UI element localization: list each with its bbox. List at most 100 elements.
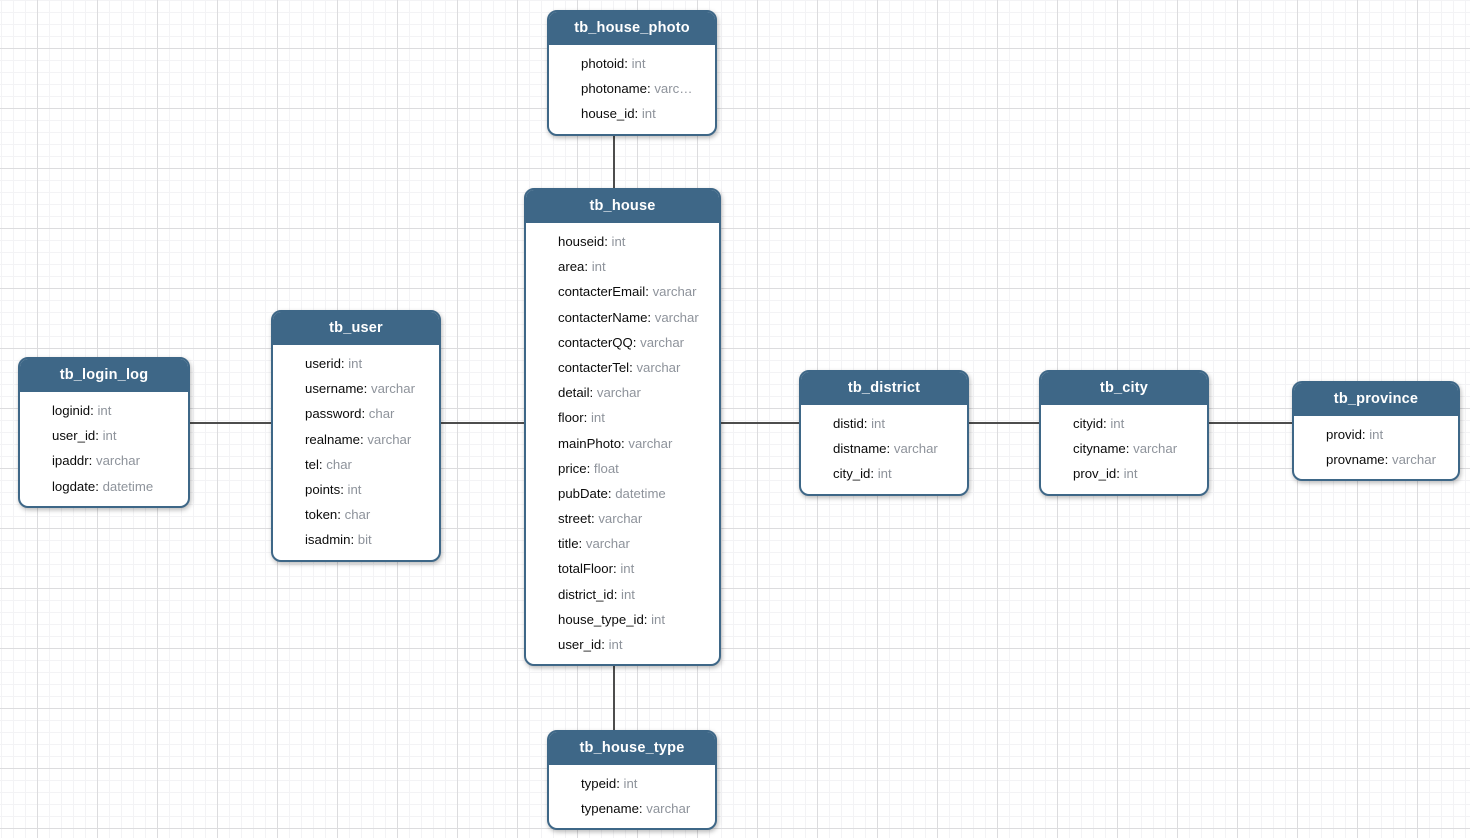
connector-house-district[interactable] <box>721 422 799 424</box>
field-name: realname: <box>305 431 368 447</box>
field-name: house_id: <box>581 106 642 122</box>
table-title[interactable]: tb_house_type <box>549 732 715 765</box>
table-field-list: photoid: int photoname: varc… house_id: … <box>549 45 715 134</box>
field-type: int <box>1123 466 1138 482</box>
table-field-list: houseid: int area: int contacterEmail: v… <box>526 223 719 664</box>
field-row: distname: varchar <box>833 436 961 461</box>
field-name: title: <box>558 536 586 552</box>
field-name: tel: <box>305 456 327 472</box>
table-tb_city[interactable]: tb_city cityid: int cityname: varchar pr… <box>1039 370 1209 496</box>
field-type: varchar <box>646 801 691 817</box>
field-type: bit <box>357 532 372 548</box>
field-name: contacterQQ: <box>558 334 641 350</box>
field-row: loginid: int <box>52 398 182 423</box>
field-type: int <box>347 481 362 497</box>
field-name: token: <box>305 507 345 523</box>
field-row: provname: varchar <box>1326 447 1452 472</box>
field-row: ipaddr: varchar <box>52 448 182 473</box>
field-row: street: varchar <box>558 506 713 531</box>
field-type: varchar <box>1391 452 1436 468</box>
field-name: user_id: <box>52 428 103 444</box>
connector-district-city[interactable] <box>969 422 1039 424</box>
field-type: int <box>620 561 635 577</box>
field-row: houseid: int <box>558 229 713 254</box>
field-name: city_id: <box>833 466 878 482</box>
table-title[interactable]: tb_city <box>1041 372 1207 405</box>
field-type: int <box>651 611 666 627</box>
field-name: contacterName: <box>558 309 655 325</box>
field-row: tel: char <box>305 452 433 477</box>
connector-house_photo-house[interactable] <box>613 133 615 188</box>
table-tb_province[interactable]: tb_province provid: int provname: varcha… <box>1292 381 1460 482</box>
field-row: cityid: int <box>1073 411 1201 436</box>
field-type: int <box>1369 427 1384 442</box>
field-row: typeid: int <box>581 771 709 796</box>
table-field-list: distid: int distname: varchar city_id: i… <box>801 405 967 494</box>
field-name: photoname: <box>581 81 655 97</box>
field-name: district_id: <box>558 586 622 602</box>
field-name: house_type_id: <box>558 611 652 627</box>
field-name: distid: <box>833 416 872 431</box>
table-tb_house[interactable]: tb_house houseid: int area: int contacte… <box>524 188 721 667</box>
table-field-list: provid: int provname: varchar <box>1294 416 1458 479</box>
field-row: isadmin: bit <box>305 527 433 552</box>
field-type: int <box>631 56 646 71</box>
table-title[interactable]: tb_user <box>273 312 439 345</box>
field-name: pubDate: <box>558 485 616 501</box>
field-row: price: float <box>558 456 713 481</box>
connector-house-house_type[interactable] <box>613 664 615 730</box>
field-type: varchar <box>585 536 630 552</box>
field-name: floor: <box>558 410 591 426</box>
table-tb_login_log[interactable]: tb_login_log loginid: int user_id: int i… <box>18 357 190 508</box>
field-row: detail: varchar <box>558 380 713 405</box>
field-name: userid: <box>305 356 349 371</box>
table-tb_district[interactable]: tb_district distid: int distname: varcha… <box>799 370 969 496</box>
field-type: int <box>621 586 635 602</box>
table-field-list: userid: int username: varchar password: … <box>273 345 439 560</box>
field-name: prov_id: <box>1073 466 1124 482</box>
field-name: loginid: <box>52 403 98 418</box>
field-type: varchar <box>370 381 415 397</box>
field-row: photoname: varc… <box>581 76 709 101</box>
field-type: varchar <box>1133 441 1178 457</box>
field-type: int <box>871 416 886 431</box>
field-row: user_id: int <box>558 632 713 657</box>
table-tb_user[interactable]: tb_user userid: int username: varchar pa… <box>271 310 441 562</box>
field-type: int <box>641 106 656 122</box>
field-type: int <box>590 410 605 426</box>
field-row: provid: int <box>1326 422 1452 447</box>
field-row: floor: int <box>558 405 713 430</box>
field-row: contacterQQ: varchar <box>558 330 713 355</box>
field-name: isadmin: <box>305 532 358 548</box>
field-type: int <box>97 403 112 418</box>
table-title[interactable]: tb_house <box>526 190 719 223</box>
table-title[interactable]: tb_house_photo <box>549 12 715 45</box>
field-name: user_id: <box>558 637 609 652</box>
connector-user-house[interactable] <box>441 422 524 424</box>
field-name: logdate: <box>52 478 103 494</box>
field-type: varchar <box>596 385 641 401</box>
field-type: int <box>611 234 626 249</box>
table-title[interactable]: tb_login_log <box>20 359 188 392</box>
connector-login_log-user[interactable] <box>190 422 271 424</box>
field-row: userid: int <box>305 351 433 376</box>
field-row: area: int <box>558 254 713 279</box>
field-type: char <box>326 456 352 472</box>
field-name: typeid: <box>581 776 624 791</box>
field-type: int <box>1110 416 1125 431</box>
table-title[interactable]: tb_province <box>1294 383 1458 416</box>
field-row: distid: int <box>833 411 961 436</box>
field-row: house_type_id: int <box>558 607 713 632</box>
field-row: contacterTel: varchar <box>558 355 713 380</box>
field-row: totalFloor: int <box>558 556 713 581</box>
table-title[interactable]: tb_district <box>801 372 967 405</box>
table-tb_house_photo[interactable]: tb_house_photo photoid: int photoname: v… <box>547 10 717 136</box>
table-field-list: loginid: int user_id: int ipaddr: varcha… <box>20 392 188 506</box>
field-type: varchar <box>628 435 673 451</box>
field-name: ipaddr: <box>52 453 96 469</box>
field-type: int <box>348 356 363 371</box>
field-row: prov_id: int <box>1073 461 1201 486</box>
connector-city-province[interactable] <box>1209 422 1292 424</box>
table-tb_house_type[interactable]: tb_house_type typeid: int typename: varc… <box>547 730 717 831</box>
field-name: street: <box>558 511 599 527</box>
